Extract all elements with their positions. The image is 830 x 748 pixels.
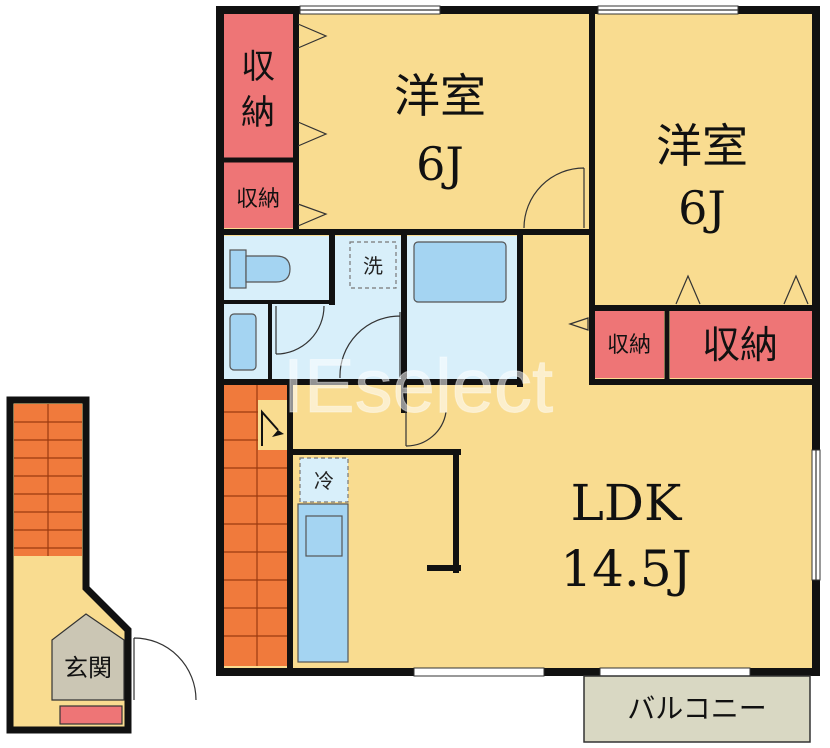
storage-small-mid-label: 収納	[607, 333, 651, 358]
storage-tall-label-1: 収	[241, 47, 275, 87]
closet-door-marks	[297, 23, 809, 331]
entrance-floor	[6, 396, 197, 734]
kitchen-sink	[305, 515, 343, 557]
washing-machine-space	[349, 241, 397, 289]
storage-large-right-label: 収納	[702, 323, 778, 367]
ldk-name: LDK	[571, 474, 683, 532]
western-room-1-name: 洋室	[394, 69, 486, 123]
fridge-space	[299, 457, 349, 503]
watermark: IEselect	[283, 344, 553, 429]
toilet	[229, 249, 291, 289]
fridge-label: 冷	[314, 469, 334, 493]
balcony-label: バルコニー	[627, 692, 766, 725]
western-room-1-size: 6J	[416, 137, 464, 191]
bathtub	[413, 241, 507, 303]
western-room-2-name: 洋室	[656, 119, 748, 173]
ldk-size: 14.5J	[560, 540, 691, 598]
hallway	[290, 382, 410, 452]
storage-small-left	[224, 162, 294, 228]
storage-tall-label-2: 納	[241, 93, 275, 133]
laundry-label: 洗	[363, 254, 383, 278]
wash-basin	[229, 313, 257, 371]
entrance-label: 玄関	[64, 654, 112, 682]
balcony	[583, 675, 811, 743]
staircase	[224, 384, 290, 666]
door-swings	[275, 167, 585, 447]
storage-small-mid	[594, 308, 664, 378]
storage-small-left-label: 収納	[236, 187, 280, 212]
storage-tall	[224, 14, 294, 158]
western-room-2-size: 6J	[678, 181, 726, 235]
storage-large-right	[670, 308, 812, 378]
